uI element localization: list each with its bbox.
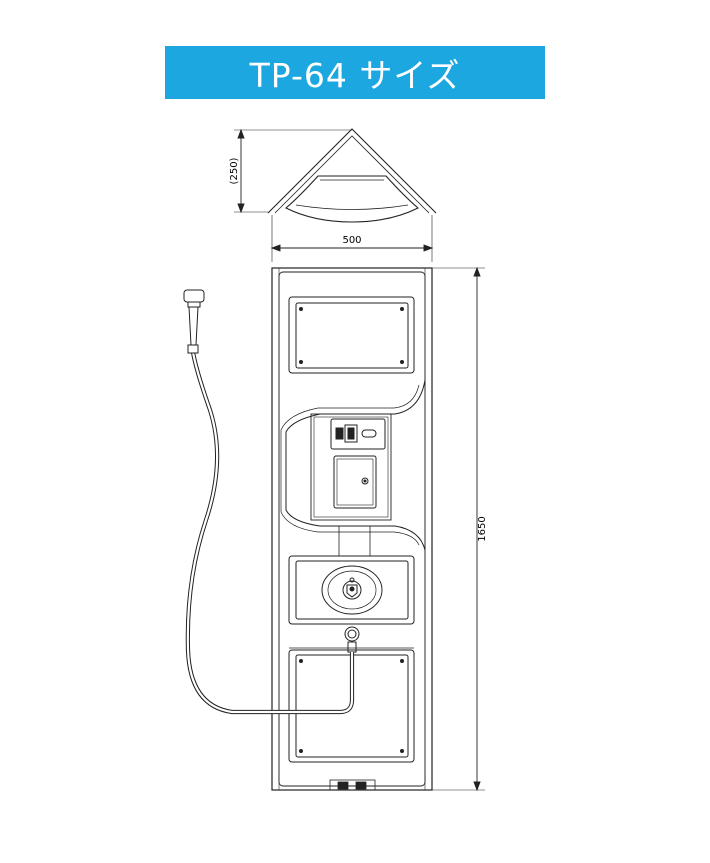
shower-head-icon — [183, 289, 205, 354]
dim-width-label: 500 — [342, 235, 361, 246]
bottom-fittings — [329, 779, 376, 791]
faucet-panel — [288, 555, 415, 625]
shower-hose — [185, 351, 355, 715]
dim-depth — [234, 128, 352, 214]
access-door — [333, 455, 377, 509]
dim-width — [270, 215, 434, 262]
column — [338, 526, 371, 556]
hose-connector — [289, 626, 414, 653]
title-text: TP-64 サイズ — [249, 55, 461, 95]
title-banner: TP-64 サイズ — [165, 46, 545, 99]
coin-box — [330, 418, 386, 450]
upper-panel — [288, 296, 415, 374]
middle-section — [280, 379, 426, 551]
dim-height — [432, 266, 485, 792]
dim-depth-label: (250) — [229, 157, 240, 184]
top-view — [267, 128, 437, 223]
dim-height-label: 1650 — [477, 516, 488, 541]
